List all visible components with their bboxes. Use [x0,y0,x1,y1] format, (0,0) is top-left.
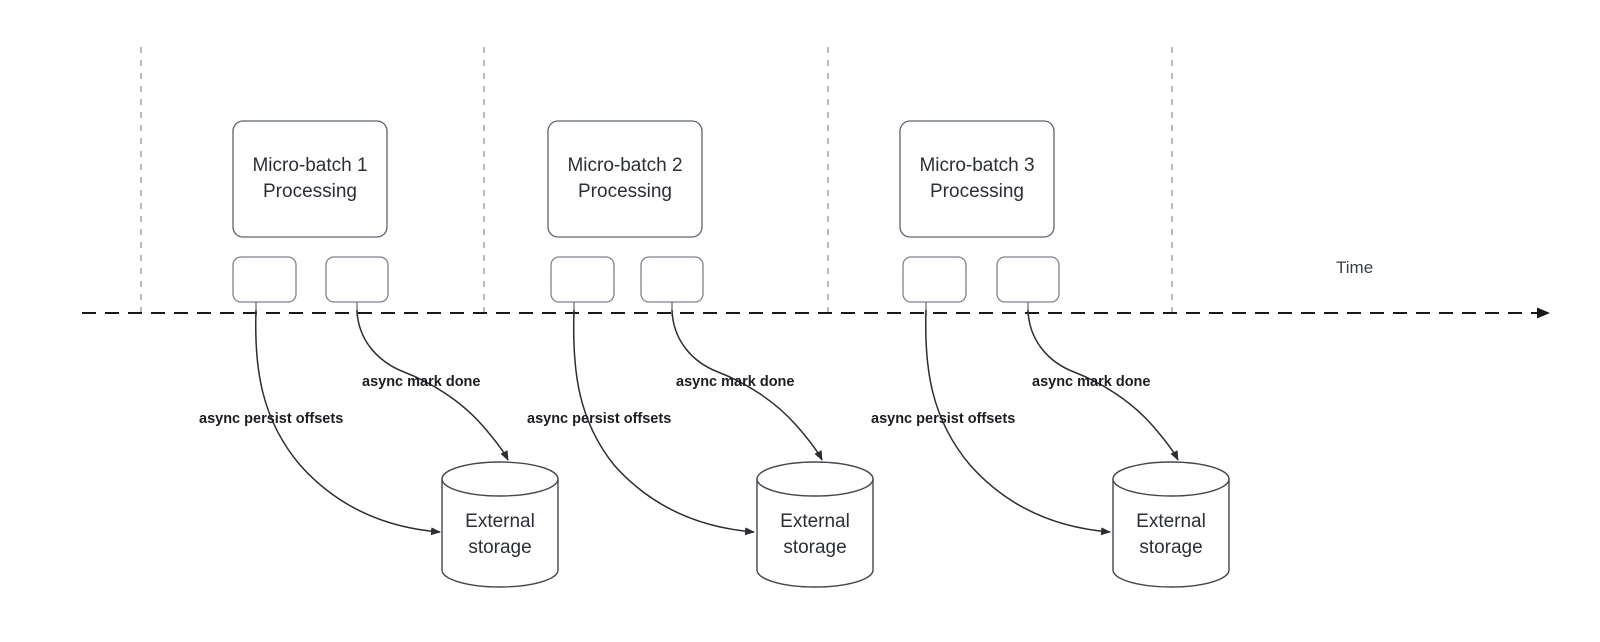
micro-batch-2-box[interactable] [547,120,703,238]
edge-label-mark-done-3: async mark done [1032,374,1150,390]
micro-batch-1-label-line1: Micro-batch 1 [252,155,367,176]
external-storage-1-label-line1: External [465,511,535,532]
edge-label-mark-done-2: async mark done [676,374,794,390]
external-storage-1[interactable]: External storage [441,461,559,588]
flow-persist-offsets-1 [254,309,441,536]
micro-batch-2-label-line2: Processing [578,181,672,202]
external-storage-2-label-line2: storage [783,537,846,558]
flow-mark-done-1a [356,309,405,373]
micro-batch-1-persist-tick[interactable] [232,256,297,303]
edge-label-persist-offsets-3: async persist offsets [871,411,1015,427]
separator-lines [140,47,1173,313]
micro-batch-1-label-line2: Processing [263,181,357,202]
micro-batch-2-label-line1: Micro-batch 2 [567,155,682,176]
time-axis-label: Time [1336,258,1373,277]
micro-batch-3-persist-tick[interactable] [902,256,967,303]
external-storage-2[interactable]: External storage [756,461,874,588]
edge-label-persist-offsets-1: async persist offsets [199,411,343,427]
group-1: Micro-batch 1 Processing async persist o… [199,120,559,588]
micro-batch-3-label-line1: Micro-batch 3 [919,155,1034,176]
flow-mark-done-1b [403,371,509,461]
flow-persist-offsets-3 [924,309,1111,536]
external-storage-1-label-line2: storage [468,537,531,558]
micro-batch-1-markdone-tick[interactable] [325,256,389,303]
group-2: Micro-batch 2 Processing async persist o… [527,120,874,588]
micro-batch-3-markdone-tick[interactable] [996,256,1060,303]
external-storage-3-label-line2: storage [1139,537,1202,558]
flow-mark-done-2b [717,371,823,461]
micro-batch-1-box[interactable] [232,120,388,238]
external-storage-3[interactable]: External storage [1112,461,1230,588]
micro-batch-2-persist-tick[interactable] [550,256,615,303]
flow-mark-done-3a [1027,309,1075,373]
micro-batch-2-markdone-tick[interactable] [640,256,704,303]
flow-mark-done-2a [671,309,719,373]
edge-label-persist-offsets-2: async persist offsets [527,411,671,427]
micro-batch-3-label-line2: Processing [930,181,1024,202]
micro-batch-3-box[interactable] [899,120,1055,238]
external-storage-3-label-line1: External [1136,511,1206,532]
flow-persist-offsets-2 [572,309,755,536]
edge-label-mark-done-1: async mark done [362,374,480,390]
group-3: Micro-batch 3 Processing async persist o… [871,120,1230,588]
external-storage-2-label-line1: External [780,511,850,532]
flow-mark-done-3b [1073,371,1179,461]
